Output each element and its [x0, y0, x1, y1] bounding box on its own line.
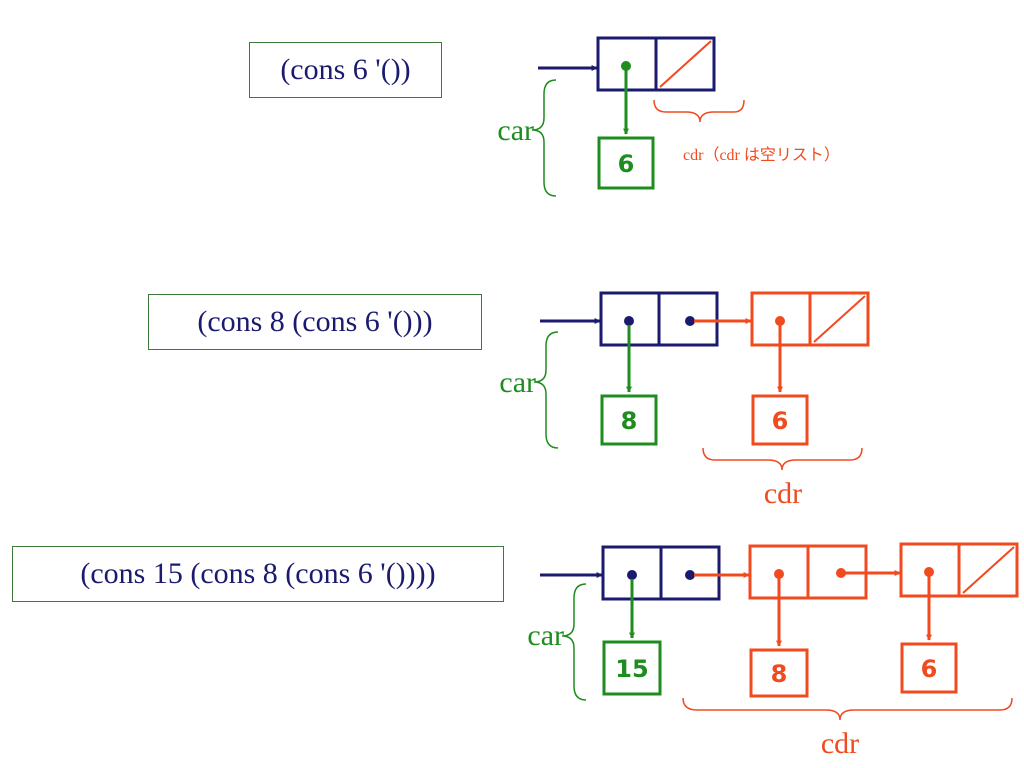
value-box: 8: [749, 648, 809, 698]
value-label: 6: [772, 407, 789, 435]
row-3: 15 8 6 car cdr: [527, 542, 1019, 760]
car-label: car: [497, 114, 534, 147]
value-label: 8: [621, 407, 638, 435]
empty-list-slash: [962, 546, 1015, 594]
cons-cell: [596, 36, 716, 92]
cons-cell: [601, 545, 721, 601]
cdr-brace: [702, 447, 863, 471]
value-label: 6: [618, 150, 635, 178]
value-label: 6: [921, 655, 938, 683]
car-brace: [531, 79, 557, 197]
cons-cell: [899, 542, 1019, 598]
car-label: car: [499, 366, 536, 399]
cdr-pointer-dot: [836, 568, 846, 578]
value-box: 15: [602, 640, 662, 696]
car-pointer-dot: [621, 61, 631, 71]
cons-cell: [750, 291, 870, 347]
expression-box-1: (cons 6 '()): [249, 42, 442, 98]
cdr-pointer-dot: [685, 570, 695, 580]
expression-box-3: (cons 15 (cons 8 (cons 6 '()))): [12, 546, 504, 602]
expression-box-2: (cons 8 (cons 6 '())): [148, 294, 482, 350]
value-label: 8: [771, 660, 788, 688]
cdr-pointer-dot: [685, 316, 695, 326]
car-pointer-dot: [627, 570, 637, 580]
car-brace: [533, 331, 559, 449]
car-pointer-dot: [775, 316, 785, 326]
value-box: 8: [600, 394, 658, 446]
value-box: 6: [900, 642, 958, 694]
cdr-brace: [682, 697, 1013, 721]
cdr-brace: [653, 99, 745, 123]
cdr-label-group: cdr（cdr は空リスト）: [683, 146, 840, 164]
car-pointer-dot: [924, 567, 934, 577]
cdr-label: cdr: [764, 477, 802, 510]
car-label: car: [527, 619, 564, 652]
row-1: 6 car cdr（cdr は空リスト）: [497, 36, 840, 197]
cdr-note: （cdr は空リスト）: [703, 146, 839, 164]
car-pointer-dot: [774, 569, 784, 579]
value-box: 6: [597, 136, 655, 190]
car-pointer-dot: [624, 316, 634, 326]
car-brace: [561, 583, 587, 701]
row-2: 8 6 car cdr: [499, 291, 870, 510]
cons-cell: [599, 291, 719, 347]
value-label: 15: [615, 655, 648, 683]
value-box: 6: [751, 394, 809, 446]
empty-list-slash: [813, 295, 866, 343]
cdr-label: cdr: [683, 147, 704, 164]
empty-list-slash: [659, 40, 712, 88]
cdr-label: cdr: [821, 727, 859, 760]
